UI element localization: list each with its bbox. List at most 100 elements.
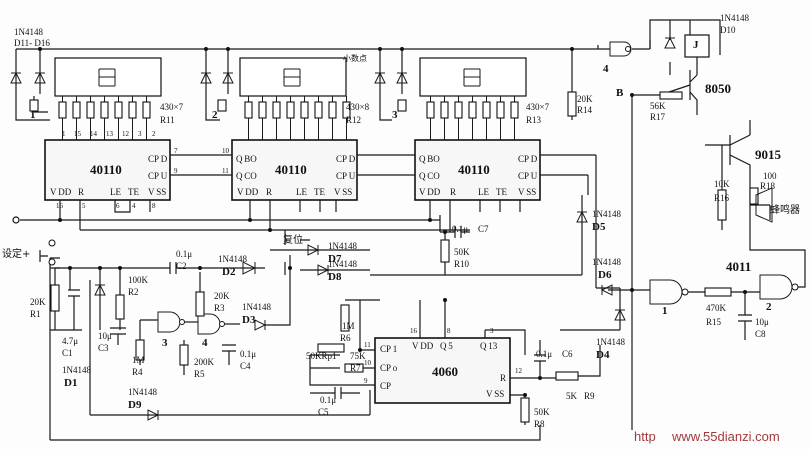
d10-ref: D10 — [720, 25, 736, 35]
c2-pin11: 11 — [222, 167, 229, 175]
r9-ref: R9 — [584, 391, 595, 401]
d6-type: 1N4148 — [592, 257, 621, 267]
set-label: 设定+ — [2, 249, 31, 260]
watermark-http: http — [634, 429, 656, 444]
c1-pin12: 12 — [122, 130, 129, 138]
segment-resistor — [440, 101, 449, 119]
r16-ref: R16 — [714, 193, 730, 203]
transistor-8050: 8050 — [705, 81, 731, 96]
t-pin11: 11 — [364, 341, 371, 349]
c2-pin10: 10 — [222, 147, 229, 155]
gate-4011-label: 4011 — [726, 259, 752, 274]
digit-glyph-3 — [463, 68, 481, 87]
r1-value: 20K — [30, 297, 46, 307]
segment-resistor — [58, 101, 67, 119]
c1-vdd: V DD — [50, 187, 72, 197]
t-cp1: CP 1 — [380, 344, 398, 354]
r3-ref: R3 — [214, 303, 225, 313]
r2-ref: R2 — [128, 287, 139, 297]
c3-value: 10μ — [98, 331, 112, 341]
c1-pin7: 7 — [174, 147, 178, 155]
r1-ref: R1 — [30, 309, 41, 319]
segment-resistor — [272, 101, 281, 119]
segment-resistor — [300, 101, 309, 119]
c2-cpu: CP U — [336, 171, 356, 181]
d9-ref: D9 — [128, 399, 142, 411]
res-array-1-ref: R11 — [160, 115, 175, 125]
c2-value: 0.1μ — [176, 249, 193, 259]
segment-resistor — [128, 101, 137, 119]
c1-pin1: 1 — [62, 130, 66, 138]
d7-type: 1N4148 — [328, 241, 357, 251]
vcc-rail — [15, 45, 599, 60]
res-array-2-value: 430×8 — [346, 102, 370, 112]
c1-te: TE — [128, 187, 139, 197]
t-vdd: V DD — [412, 341, 434, 351]
c3-cpu: CP U — [518, 171, 538, 181]
r7-value: 75K — [350, 351, 366, 361]
c3-ref: C3 — [98, 343, 109, 353]
d6-ref: D6 — [598, 269, 612, 281]
c1-r: R — [78, 187, 85, 197]
timer-chip-4060 — [374, 337, 511, 404]
c1-pin8: 8 — [152, 202, 156, 210]
gate-4-label: 4 — [603, 63, 609, 75]
c1-pin16: 16 — [56, 202, 63, 210]
c8-value: 10μ — [755, 317, 769, 327]
gate-2-label: 2 — [766, 301, 772, 313]
c2-le: LE — [296, 187, 307, 197]
c1-pin13: 13 — [106, 130, 113, 138]
c5-ref: C5 — [318, 407, 329, 417]
c3-vdd: V DD — [419, 187, 441, 197]
r17-ref: R17 — [650, 112, 666, 122]
r14-ref: R14 — [577, 105, 593, 115]
segment-resistor — [314, 101, 323, 119]
d1-ref: D1 — [64, 377, 78, 389]
c1-ref: C1 — [62, 348, 73, 358]
c3-qbo: Q BO — [419, 154, 440, 164]
t-q13: Q 13 — [480, 341, 498, 351]
t-pin8: 8 — [447, 327, 451, 335]
segment-resistor — [468, 101, 477, 119]
segment-resistor — [496, 101, 505, 119]
t-cpo: CP o — [380, 363, 398, 373]
diode-type-label: 1N4148 — [14, 27, 43, 37]
res-array-2-ref: R12 — [346, 115, 362, 125]
d7-ref: D7 — [328, 253, 342, 265]
r5-value: 200K — [194, 357, 214, 367]
d4-ref: D4 — [596, 349, 610, 361]
diode-group-3 — [374, 60, 408, 121]
c1-cpu: CP U — [148, 171, 168, 181]
counter-chip-1 — [44, 139, 171, 201]
digit-number-2: 2 — [212, 109, 218, 121]
counter-3-name: 40110 — [458, 162, 490, 177]
c1-pin5: 5 — [82, 202, 86, 210]
c3-r: R — [450, 187, 457, 197]
res-array-3-ref: R13 — [526, 115, 542, 125]
rail-drop-display1 — [39, 49, 573, 90]
counter-chip-2 — [231, 139, 358, 201]
c6-value: 0.1μ — [536, 349, 553, 359]
c4-ref: C4 — [240, 361, 251, 371]
c1-vss: V SS — [148, 187, 167, 197]
gate-4b-label: 4 — [202, 337, 208, 349]
r15-ref: R15 — [706, 317, 722, 327]
timer-chip-name: 4060 — [432, 364, 458, 379]
r10-ref: R10 — [454, 259, 470, 269]
r6-value: 1M — [342, 321, 355, 331]
t-qs: Q 5 — [440, 341, 453, 351]
resistor-array-1 — [29, 96, 48, 113]
c1-pin4: 4 — [132, 202, 136, 210]
r8-value: 50K — [534, 407, 550, 417]
r2-value: 100K — [128, 275, 148, 285]
gate-1-label: 1 — [662, 305, 668, 317]
gate-3-label: 3 — [162, 337, 168, 349]
c2-qbo: Q BO — [236, 154, 257, 164]
r18-ref: R18 — [760, 181, 776, 191]
segment-resistor — [510, 101, 519, 119]
decimal-point-label: 小数点 — [343, 54, 367, 63]
c3-vss: V SS — [518, 187, 537, 197]
d5-ref: D5 — [592, 221, 606, 233]
c3-cpd: CP D — [518, 154, 538, 164]
